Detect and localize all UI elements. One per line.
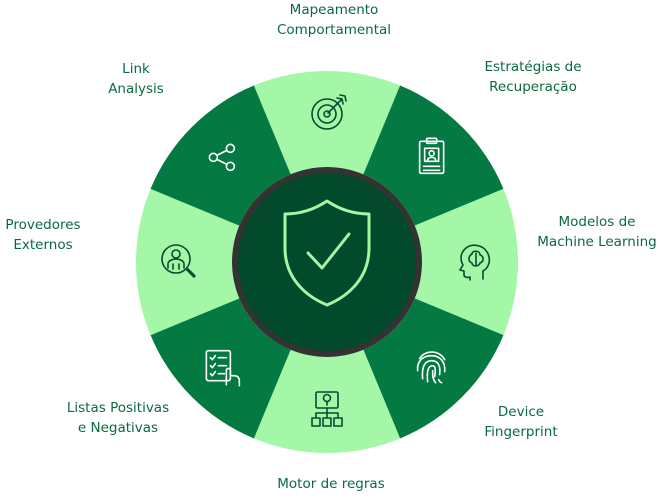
target-icon [311, 94, 347, 130]
share-nodes-icon [208, 143, 236, 172]
segment-listas [150, 298, 291, 439]
label-link-line: Link [122, 61, 150, 77]
label-mapeamento-line: Mapeamento [289, 2, 379, 18]
label-modelos: Modelos de Machine Learning [537, 212, 656, 252]
label-estrategias: Estratégias de Recuperação [484, 57, 581, 97]
segment-device [363, 298, 504, 439]
label-mapeamento-line: Comportamental [276, 22, 392, 38]
label-motor: Motor de regras [277, 474, 384, 494]
brain-head-icon [459, 244, 491, 281]
person-search-icon [161, 244, 196, 278]
checklist-hand-icon [205, 349, 241, 387]
label-device-line: Device [497, 404, 545, 420]
label-provedores-line: Provedores [5, 217, 81, 233]
icons-layer [161, 94, 491, 427]
fingerprint-icon [416, 351, 446, 384]
label-estrategias-line: Estratégias de [484, 59, 582, 75]
label-modelos-line: Machine Learning [537, 234, 657, 250]
label-listas-line: e Negativas [77, 420, 159, 436]
label-motor-line: Motor de regras [277, 476, 385, 492]
label-device-line: Fingerprint [484, 424, 558, 440]
segment-provedores [136, 188, 240, 336]
segment-link [150, 85, 291, 226]
label-provedores-line: Externos [13, 237, 73, 253]
shield-check-icon [283, 199, 371, 307]
label-estrategias-line: Recuperação [489, 79, 577, 95]
label-modelos-line: Modelos de [558, 214, 636, 230]
segments-layer [136, 71, 518, 453]
rules-tree-icon [311, 391, 343, 427]
label-listas-line: Listas Positivas [66, 400, 170, 416]
label-listas: Listas Positivas e Negativas [67, 398, 169, 438]
label-link-line: Analysis [108, 81, 164, 97]
segment-modelos [414, 188, 518, 336]
center-hub [232, 167, 422, 357]
clipboard-id-icon [418, 137, 445, 175]
